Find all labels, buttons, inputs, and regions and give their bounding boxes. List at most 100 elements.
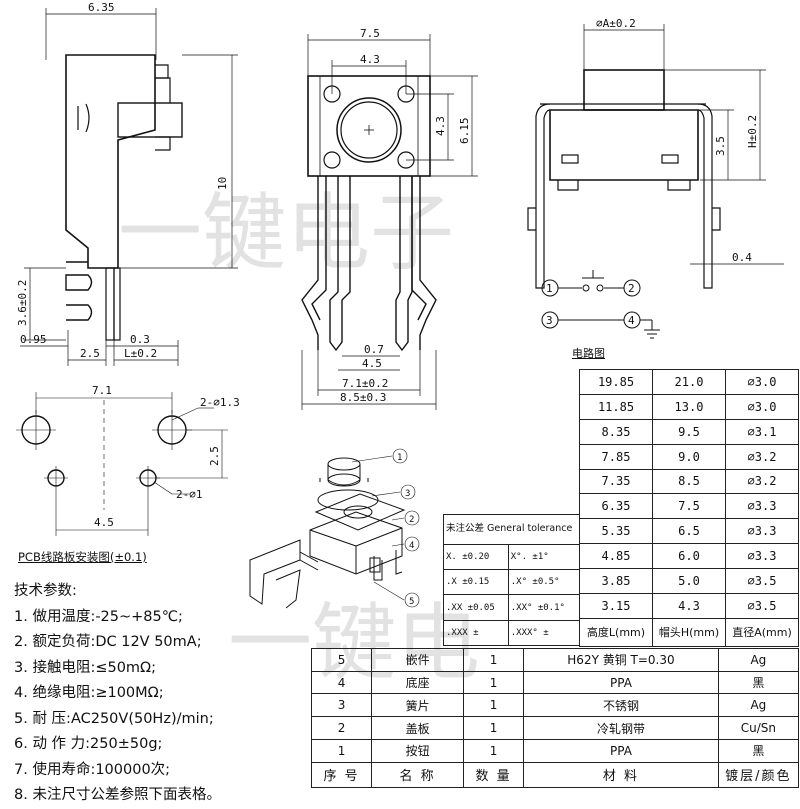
- height-table-cell: 7.35: [579, 468, 653, 495]
- exploded-callouts: [351, 448, 420, 608]
- height-table-cell: ⌀3.3: [725, 518, 799, 545]
- height-table-cell: 5.35: [579, 518, 653, 545]
- spec-item: 3. 接触电阻:≤50mΩ;: [14, 659, 157, 676]
- height-table-cell: 6.0: [652, 543, 726, 569]
- bom-cell: 1: [462, 716, 525, 740]
- dim-right-body: 3.5: [714, 136, 727, 156]
- spec-item: 2. 额定负荷:DC 12V 50mA;: [14, 634, 202, 650]
- circuit-title: 电路图: [572, 347, 605, 360]
- callout-4: 4: [409, 541, 414, 551]
- dim-side-pitch: 2.5: [80, 347, 100, 360]
- watermark-top: 一键电子: [118, 184, 454, 282]
- tolerance-cell: .XX ±0.05: [443, 594, 509, 621]
- dim-side-pin-length: 3.6±0.2: [16, 280, 29, 326]
- right-view-outline: [527, 69, 721, 289]
- height-table-cell: 4.85: [579, 543, 653, 569]
- bom-cell: 1: [462, 670, 525, 695]
- height-table-cell: ⌀3.5: [725, 568, 799, 594]
- front-view-dim-lines: [301, 34, 478, 410]
- circuit-diagram: [541, 270, 660, 339]
- height-table-cell: 6.35: [579, 493, 653, 520]
- bom-header-cell: 数 量: [462, 761, 525, 789]
- tolerance-cell: .X° ±0.5°: [507, 569, 581, 596]
- height-table-header-cell: 高度L(mm): [579, 617, 653, 648]
- height-table-cell: ⌀3.3: [725, 543, 799, 569]
- bom-cell: 1: [462, 693, 525, 718]
- dim-pcb-small-holes: 2-⌀1: [176, 488, 203, 501]
- bom-cell: 盖板: [371, 716, 464, 740]
- callout-1: 1: [397, 453, 402, 463]
- side-view-outline: [65, 54, 183, 341]
- bom-cell: 按钮: [371, 738, 464, 763]
- height-table-cell: ⌀3.3: [725, 493, 799, 520]
- circuit-pin-4: 4: [628, 314, 635, 327]
- side-view-dim-lines: [20, 8, 238, 366]
- bom-header-cell: 镀层/颜色: [717, 761, 800, 789]
- height-table-cell: ⌀3.2: [725, 468, 799, 495]
- tolerance-cell: X. ±0.20: [443, 543, 509, 571]
- bom-cell: 黑: [717, 738, 800, 763]
- tolerance-cell: .XXX° ±: [507, 619, 581, 647]
- bom-cell: 冷轧钢带: [523, 716, 719, 740]
- tolerance-cell: .XX° ±0.1°: [507, 594, 581, 621]
- height-table-cell: 21.0: [652, 369, 726, 395]
- right-view-dim-lines: [583, 24, 784, 272]
- bom-cell: 3: [310, 693, 373, 718]
- callout-3: 3: [405, 489, 410, 499]
- dim-side-offset: 0.95: [20, 333, 47, 346]
- bom-cell: Cu/Sn: [717, 716, 800, 740]
- dim-side-pin-thickness: 0.3: [130, 333, 150, 346]
- spec-item: 4. 绝缘电阻:≥100MΩ;: [14, 685, 164, 701]
- dim-front-pin-span: 7.1±0.2: [342, 377, 388, 390]
- height-table-cell: 19.85: [579, 369, 653, 395]
- height-table-cell: 9.5: [652, 418, 726, 445]
- height-table-cell: 7.5: [652, 493, 726, 520]
- height-table-cell: 4.3: [652, 592, 726, 619]
- bom-cell: PPA: [523, 670, 719, 695]
- spec-item: 5. 耐 压:AC250V(50Hz)/min;: [14, 710, 214, 727]
- height-table-cell: 7.85: [579, 443, 653, 470]
- circuit-pin-1: 1: [546, 282, 553, 295]
- height-table-cell: ⌀3.0: [725, 369, 799, 395]
- height-table-cell: 9.0: [652, 443, 726, 470]
- bom-header-cell: 名 称: [371, 761, 464, 789]
- dim-front-total-span: 8.5±0.3: [340, 391, 386, 404]
- height-table-cell: 5.0: [652, 568, 726, 594]
- dim-pcb-width: 7.1: [92, 384, 112, 397]
- spec-item: 7. 使用寿命:100000次;: [14, 761, 171, 778]
- bom-cell: 1: [310, 738, 373, 763]
- height-table-header: 高度L(mm)帽头H(mm)直径A(mm): [579, 617, 799, 648]
- bom-header-cell: 材 料: [523, 761, 719, 789]
- height-table-cell: ⌀3.0: [725, 393, 799, 420]
- circuit-pin-2: 2: [628, 282, 635, 295]
- dim-front-body-height: 6.15: [458, 118, 471, 145]
- height-table-cell: 11.85: [579, 393, 653, 420]
- bom-cell: 嵌件: [371, 648, 464, 672]
- bom-cell: 1: [462, 648, 525, 672]
- dim-front-hole-pitch: 4.3: [360, 53, 380, 66]
- height-table-cell: ⌀3.2: [725, 443, 799, 470]
- dim-side-length: L±0.2: [124, 347, 157, 360]
- spec-item: 8. 未注尺寸公差参照下面表格。: [14, 787, 221, 803]
- dim-front-hole-pitch-v: 4.3: [434, 116, 447, 136]
- dim-front-pin-pitch: 4.5: [362, 357, 382, 370]
- dim-right-pin-thickness: 0.4: [732, 251, 752, 264]
- height-table-cell: ⌀3.5: [725, 592, 799, 619]
- bom-cell: PPA: [523, 738, 719, 763]
- pcb-layout: [16, 392, 228, 536]
- spec-item: 1. 做用温度:-25~+85℃;: [14, 608, 183, 625]
